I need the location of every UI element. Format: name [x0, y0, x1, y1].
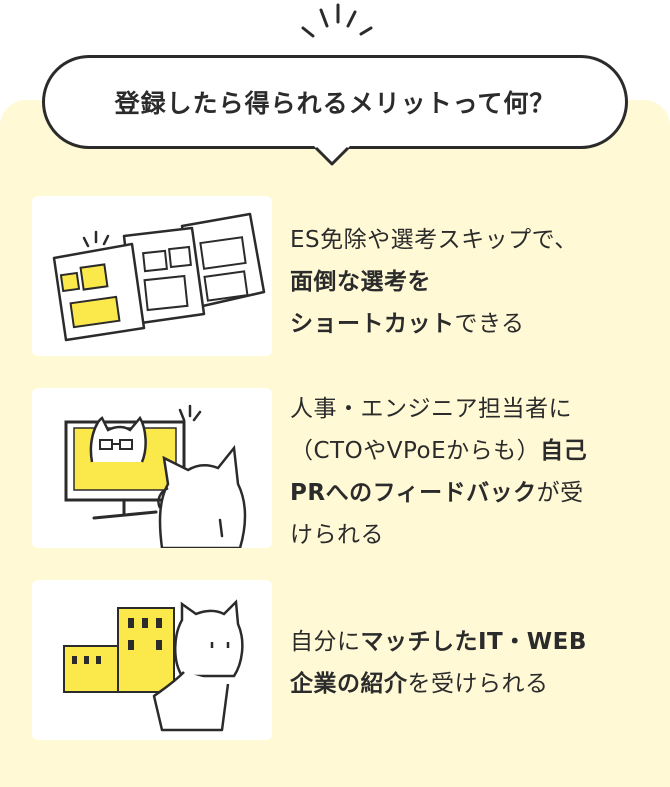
benefit-line: 自分にマッチしたIT・WEB [290, 629, 587, 655]
speech-bubble-tail [314, 146, 350, 166]
benefit-line: 人事・エンジニア担当者に [290, 396, 572, 422]
benefit-text-3: 自分にマッチしたIT・WEB 企業の紹介を受けられる [290, 621, 640, 705]
benefit-text-2: 人事・エンジニア担当者に （CTOやVPoEからも）自己 PRへのフィードバック… [290, 388, 640, 556]
benefit-line: けられる [290, 522, 384, 548]
page-title: 登録したら得られるメリットって何？ [114, 89, 556, 118]
benefit-line: ショートカットできる [290, 311, 525, 337]
benefit-line: （CTOやVPoEからも）自己 [290, 438, 588, 464]
benefit-line: 面倒な選考を [290, 269, 431, 295]
speech-bubble: 登録したら得られるメリットって何？ [42, 55, 628, 149]
benefit-line: PRへのフィードバックが受 [290, 480, 584, 506]
exclamation-burst-icon [301, 3, 373, 38]
benefit-illustration-2 [32, 388, 272, 548]
benefit-line: ES免除や選考スキップで、 [290, 227, 578, 253]
video-chat-cat-icon [64, 404, 247, 548]
benefit-illustration-3 [32, 580, 272, 740]
benefit-text-1: ES免除や選考スキップで、 面倒な選考を ショートカットできる [290, 219, 640, 345]
benefit-illustration-1 [32, 196, 272, 356]
document-form-icon [52, 212, 266, 342]
company-building-cat-icon [63, 599, 244, 732]
benefit-line: 企業の紹介を受けられる [290, 671, 549, 697]
